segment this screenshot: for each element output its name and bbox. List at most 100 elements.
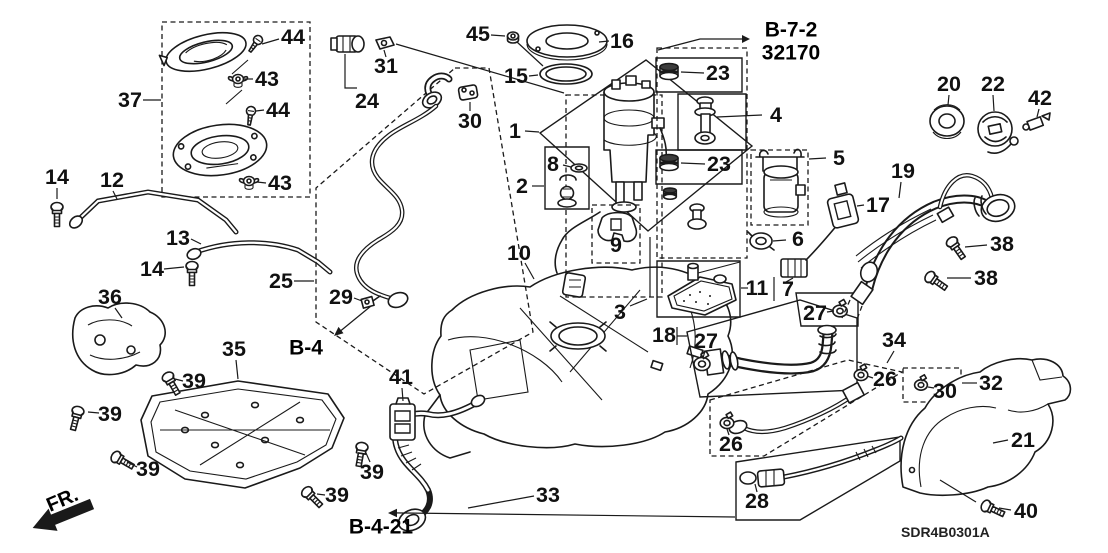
callout-leader-41	[402, 388, 403, 401]
connector-30-left	[458, 85, 478, 101]
fuel-cap-22	[978, 112, 1018, 153]
part-callout-9: 9	[610, 233, 622, 257]
part-callout-15: 15	[504, 64, 528, 88]
callout-leader-5	[809, 158, 826, 159]
part-callout-44: 44	[266, 98, 290, 122]
tank-strap-group	[50, 192, 330, 287]
part-callout-36: 36	[98, 285, 122, 309]
part-callout-14: 14	[45, 165, 69, 189]
callout-leader-33	[468, 496, 534, 508]
callout-leader-39	[317, 494, 325, 495]
part-callout-39: 39	[136, 457, 160, 481]
grommet-small	[663, 187, 677, 200]
part-callout-16: 16	[610, 29, 634, 53]
part-callout-6: 6	[792, 227, 804, 251]
callout-leader-39	[88, 412, 99, 413]
callout-leader-15	[529, 75, 538, 76]
part-callout-1: 1	[509, 119, 521, 143]
callout-leader-8	[563, 165, 571, 167]
bolt-38-upper	[943, 234, 969, 263]
callout-leader-34	[887, 351, 894, 363]
sender-wire-3	[555, 212, 600, 298]
part-callout-40: 40	[1014, 499, 1038, 523]
part-callout-41: 41	[389, 365, 413, 389]
callout-leader-12	[113, 191, 117, 199]
connector-41	[390, 398, 415, 440]
b72-arrowhead	[742, 35, 750, 43]
clamp-26-lower	[719, 411, 735, 430]
callout-leader-39	[175, 379, 183, 381]
callout-leader-26	[727, 429, 729, 435]
ref-b-7-2: 32170	[762, 42, 820, 65]
fender-liner-21	[901, 359, 1070, 502]
sub-harness-7	[781, 224, 838, 277]
bolt-39-c	[108, 448, 137, 473]
part-callout-11: 11	[746, 276, 769, 300]
part-callout-37: 37	[118, 88, 142, 112]
drawing-code: SDR4B0301A	[901, 524, 990, 540]
callout-leader-4	[717, 115, 762, 117]
ref-b-4: B-4	[289, 337, 323, 360]
callout-leader-42	[1037, 109, 1039, 117]
callout-leader-29	[354, 298, 362, 301]
callout-leader-26	[867, 376, 873, 378]
vent-tube-group-34	[710, 360, 902, 456]
part-callout-30: 30	[933, 379, 957, 403]
clamp-27-upper	[832, 298, 848, 318]
gasket-15	[540, 64, 592, 84]
fuel-filter-5	[751, 149, 808, 225]
joint-pipe-4	[695, 97, 715, 144]
part-callout-4: 4	[770, 103, 782, 127]
part-callout-23: 23	[706, 61, 730, 85]
bolt-39-b	[66, 404, 86, 433]
seal-group-2	[545, 147, 589, 209]
part-callout-25: 25	[269, 269, 293, 293]
clamp-30-right	[913, 374, 929, 391]
valve-42	[1023, 113, 1050, 130]
part-callout-31: 31	[374, 54, 398, 78]
callout-leader-16	[599, 41, 609, 42]
base-plate-group-11	[657, 261, 740, 317]
part-callout-29: 29	[329, 285, 353, 309]
callout-leader-43	[257, 182, 266, 183]
part-callout-10: 10	[507, 241, 531, 265]
pump-frame-1	[540, 60, 752, 231]
part-callout-24: 24	[355, 89, 379, 113]
part-callout-38: 38	[974, 266, 998, 290]
washer-8	[571, 164, 587, 172]
callout-leader-31	[384, 50, 386, 57]
callout-leader-27	[827, 311, 834, 312]
callout-leader-1	[525, 131, 539, 132]
part-callout-19: 19	[891, 159, 915, 183]
valve-piece	[688, 204, 706, 229]
filler-cap-group	[930, 105, 1050, 153]
callout-leader-36	[115, 308, 122, 318]
part-callout-2: 2	[516, 174, 528, 198]
strap-13-end	[186, 247, 203, 261]
wingnut-43-lower	[238, 175, 260, 191]
filler-hose-group-18	[677, 293, 858, 397]
part-callout-42: 42	[1028, 86, 1052, 110]
callout-leader-30	[928, 387, 934, 388]
hose-25-region	[316, 68, 533, 394]
bolt-39-e	[298, 483, 326, 511]
nut-45	[506, 31, 520, 44]
part-callout-14: 14	[140, 257, 164, 281]
part-callout-44: 44	[281, 25, 305, 49]
screw-44-upper	[245, 32, 266, 55]
callout-leader-17	[857, 205, 864, 206]
part-callout-39: 39	[182, 369, 206, 393]
b4-arrowhead	[334, 326, 344, 336]
fuel-pump-module	[604, 76, 666, 212]
ref-b-7-2: B-7-2	[765, 19, 818, 42]
part-callout-33: 33	[536, 483, 560, 507]
callout-leader-28	[755, 484, 757, 492]
part-callout-30: 30	[458, 109, 482, 133]
part-callout-22: 22	[981, 72, 1005, 96]
callout-leader-21	[993, 440, 1008, 443]
bolt-14-left	[50, 201, 64, 228]
part-callout-27: 27	[803, 301, 827, 325]
fuel-tube-group-28	[736, 437, 901, 520]
